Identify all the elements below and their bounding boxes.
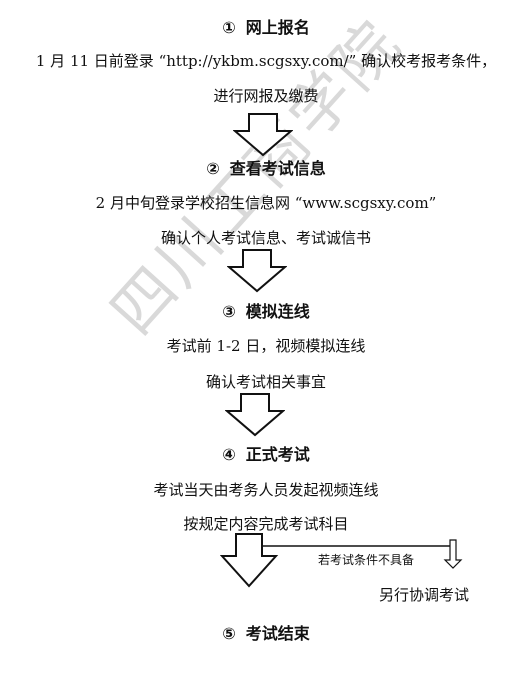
step-3-line-1: 考试前 1-2 日，视频模拟连线 (166, 337, 366, 355)
step-4-title: ④ 正式考试 (0, 441, 532, 465)
step-3-label: 模拟连线 (245, 302, 310, 321)
step-3-title: ③ 模拟连线 (0, 298, 532, 322)
branch-connector (220, 533, 463, 588)
step-1-label: 网上报名 (245, 18, 310, 37)
step-1-line-2: 进行网报及缴费 (213, 87, 319, 105)
branch-condition: 若考试条件不具备 (318, 553, 415, 567)
step-4-line-2: 按规定内容完成考试科目 (183, 515, 349, 533)
step-1-title: ① 网上报名 (0, 14, 532, 38)
step-5-title: ⑤ 考试结束 (0, 620, 532, 644)
step-3-number: ③ (222, 302, 236, 321)
down-arrow-icon (220, 533, 279, 588)
step-2-number: ② (206, 159, 220, 178)
step-2-line-1: 2 月中旬登录学校招生信息网 “www.scgsxy.com” (95, 194, 437, 212)
step-4-label: 正式考试 (245, 445, 310, 464)
step-3-line-2: 确认考试相关事宜 (205, 373, 326, 391)
down-arrow-icon (233, 113, 293, 157)
step-4-line-1: 考试当天由考务人员发起视频连线 (153, 481, 379, 499)
step-1-line-1: 1 月 11 日前登录 “http://ykbm.scgsxy.com/” 确认… (35, 52, 497, 70)
step-2-line-2: 确认个人考试信息、考试诚信书 (160, 229, 371, 247)
step-5-number: ⑤ (222, 624, 236, 643)
step-2-label: 查看考试信息 (229, 159, 326, 178)
down-arrow-icon (227, 249, 287, 293)
step-5-label: 考试结束 (245, 624, 310, 643)
down-arrow-icon (225, 393, 285, 437)
step-4-number: ④ (222, 445, 236, 464)
step-2-title: ② 查看考试信息 (0, 155, 532, 179)
step-1-number: ① (222, 18, 236, 37)
branch-result: 另行协调考试 (379, 586, 470, 604)
branch-arrow-icon (443, 539, 463, 569)
